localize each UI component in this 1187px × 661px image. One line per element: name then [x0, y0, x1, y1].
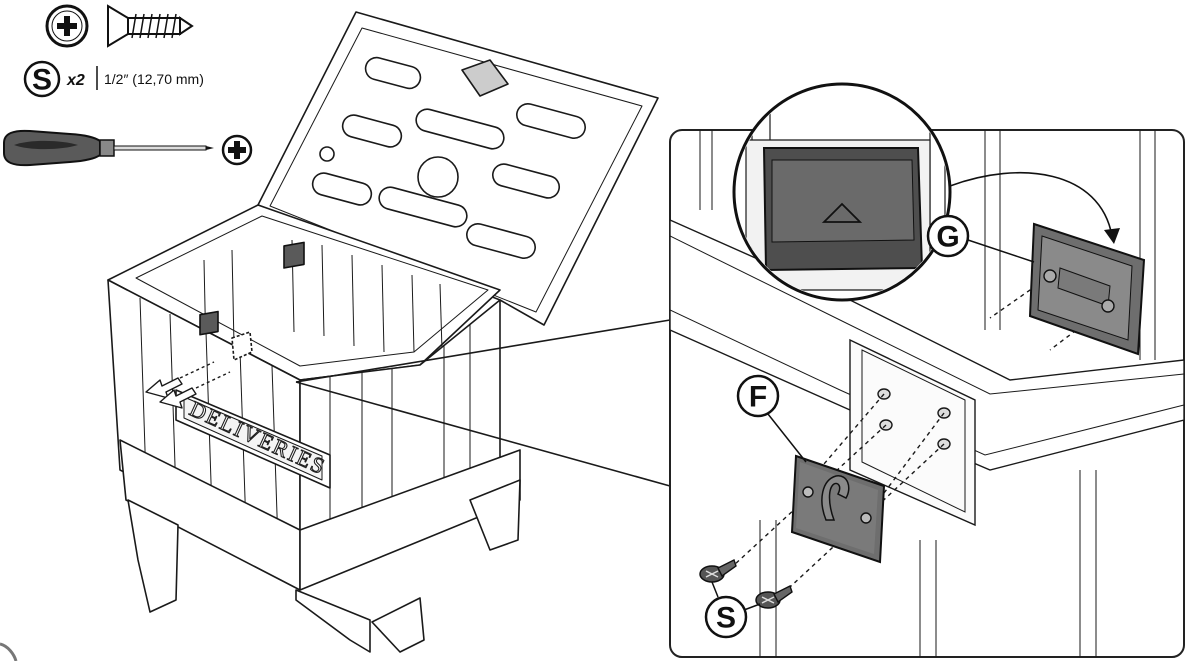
install-arrows	[145, 361, 231, 409]
hardware-legend: S x2 1/2″ (12,70 mm)	[3, 4, 253, 167]
screws-s	[699, 559, 793, 609]
storage-box: DELIVERIES	[107, 11, 659, 653]
quantity-label: x2	[66, 72, 85, 89]
part-letter: S	[32, 64, 52, 97]
phillips-head-icon	[45, 4, 89, 48]
magnified-inset	[732, 82, 952, 302]
part-s-badge: S	[23, 60, 61, 98]
detail-panel: G F S	[669, 82, 1185, 658]
tool-bit-icon	[221, 134, 253, 166]
callout-f: F	[736, 374, 807, 463]
callout-s: S	[704, 581, 761, 639]
move-arrow	[949, 171, 1113, 237]
flat-head-screw-icon	[107, 4, 194, 48]
screwdriver-icon	[3, 129, 214, 167]
hook-mount-small	[199, 241, 305, 361]
hook-plate-f	[790, 454, 886, 564]
page-corner-mark	[0, 642, 18, 661]
svg-text:F: F	[749, 381, 767, 414]
svg-text:G: G	[936, 221, 959, 254]
screw-size-label: 1/2″ (12,70 mm)	[104, 71, 204, 87]
zoom-lines	[295, 319, 671, 487]
svg-text:S: S	[716, 602, 736, 635]
hook-cap-g	[1028, 222, 1146, 356]
box-body: DELIVERIES	[107, 204, 521, 653]
callout-g: G	[926, 214, 1035, 263]
